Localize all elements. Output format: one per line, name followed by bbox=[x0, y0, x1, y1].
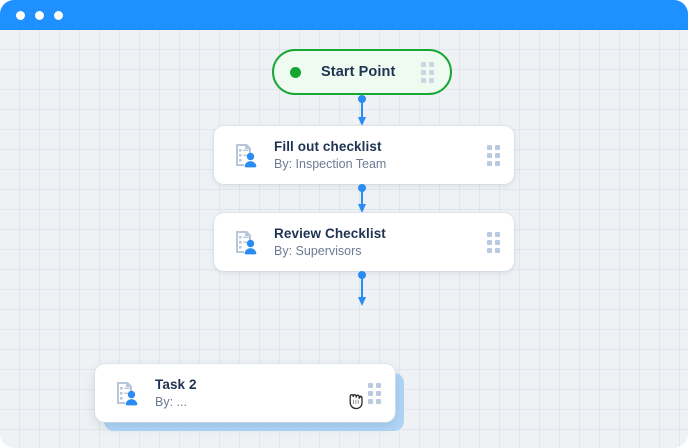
checklist-person-icon bbox=[111, 378, 141, 408]
connector-arrow-2 bbox=[358, 184, 366, 213]
flow-canvas[interactable]: Start Point bbox=[0, 30, 688, 448]
connector-line bbox=[361, 188, 363, 206]
green-dot-icon bbox=[290, 66, 301, 78]
flow-node-review-checklist[interactable]: Review Checklist By: Supervisors bbox=[214, 213, 514, 271]
node-subtitle: By: Supervisors bbox=[274, 243, 362, 258]
flow-node-start-point[interactable]: Start Point bbox=[272, 49, 452, 95]
flow-node-task-2-dragging[interactable]: Task 2 By: ... bbox=[95, 364, 395, 422]
connector-line bbox=[361, 99, 363, 119]
arrow-down-icon bbox=[358, 297, 366, 306]
node-title: Review Checklist bbox=[274, 225, 386, 241]
card-text-block: Review Checklist By: Supervisors bbox=[274, 225, 487, 260]
checklist-person-icon bbox=[230, 140, 260, 170]
arrow-down-icon bbox=[358, 204, 366, 213]
card-text-block: Fill out checklist By: Inspection Team bbox=[274, 138, 487, 173]
titlebar bbox=[0, 0, 688, 30]
drag-handle-icon[interactable] bbox=[487, 231, 500, 253]
card-text-block: Task 2 By: ... bbox=[155, 376, 368, 411]
drag-handle-icon[interactable] bbox=[487, 144, 500, 166]
node-title: Fill out checklist bbox=[274, 138, 382, 154]
node-subtitle: By: Inspection Team bbox=[274, 156, 387, 171]
node-title: Task 2 bbox=[155, 376, 197, 392]
flow-node-fill-out-checklist[interactable]: Fill out checklist By: Inspection Team bbox=[214, 126, 514, 184]
drag-handle-icon[interactable] bbox=[368, 382, 381, 404]
connector-arrow-3 bbox=[358, 271, 366, 306]
window-dot-3[interactable] bbox=[54, 10, 63, 20]
connector-arrow-1 bbox=[358, 95, 366, 126]
window-dot-2[interactable] bbox=[35, 10, 44, 20]
drag-handle-icon[interactable] bbox=[421, 61, 434, 83]
checklist-person-icon bbox=[230, 227, 260, 257]
window-dot-1[interactable] bbox=[16, 10, 25, 20]
arrow-down-icon bbox=[358, 117, 366, 126]
start-node-label: Start Point bbox=[321, 64, 396, 80]
node-subtitle: By: ... bbox=[155, 394, 187, 409]
connector-line bbox=[361, 275, 363, 299]
